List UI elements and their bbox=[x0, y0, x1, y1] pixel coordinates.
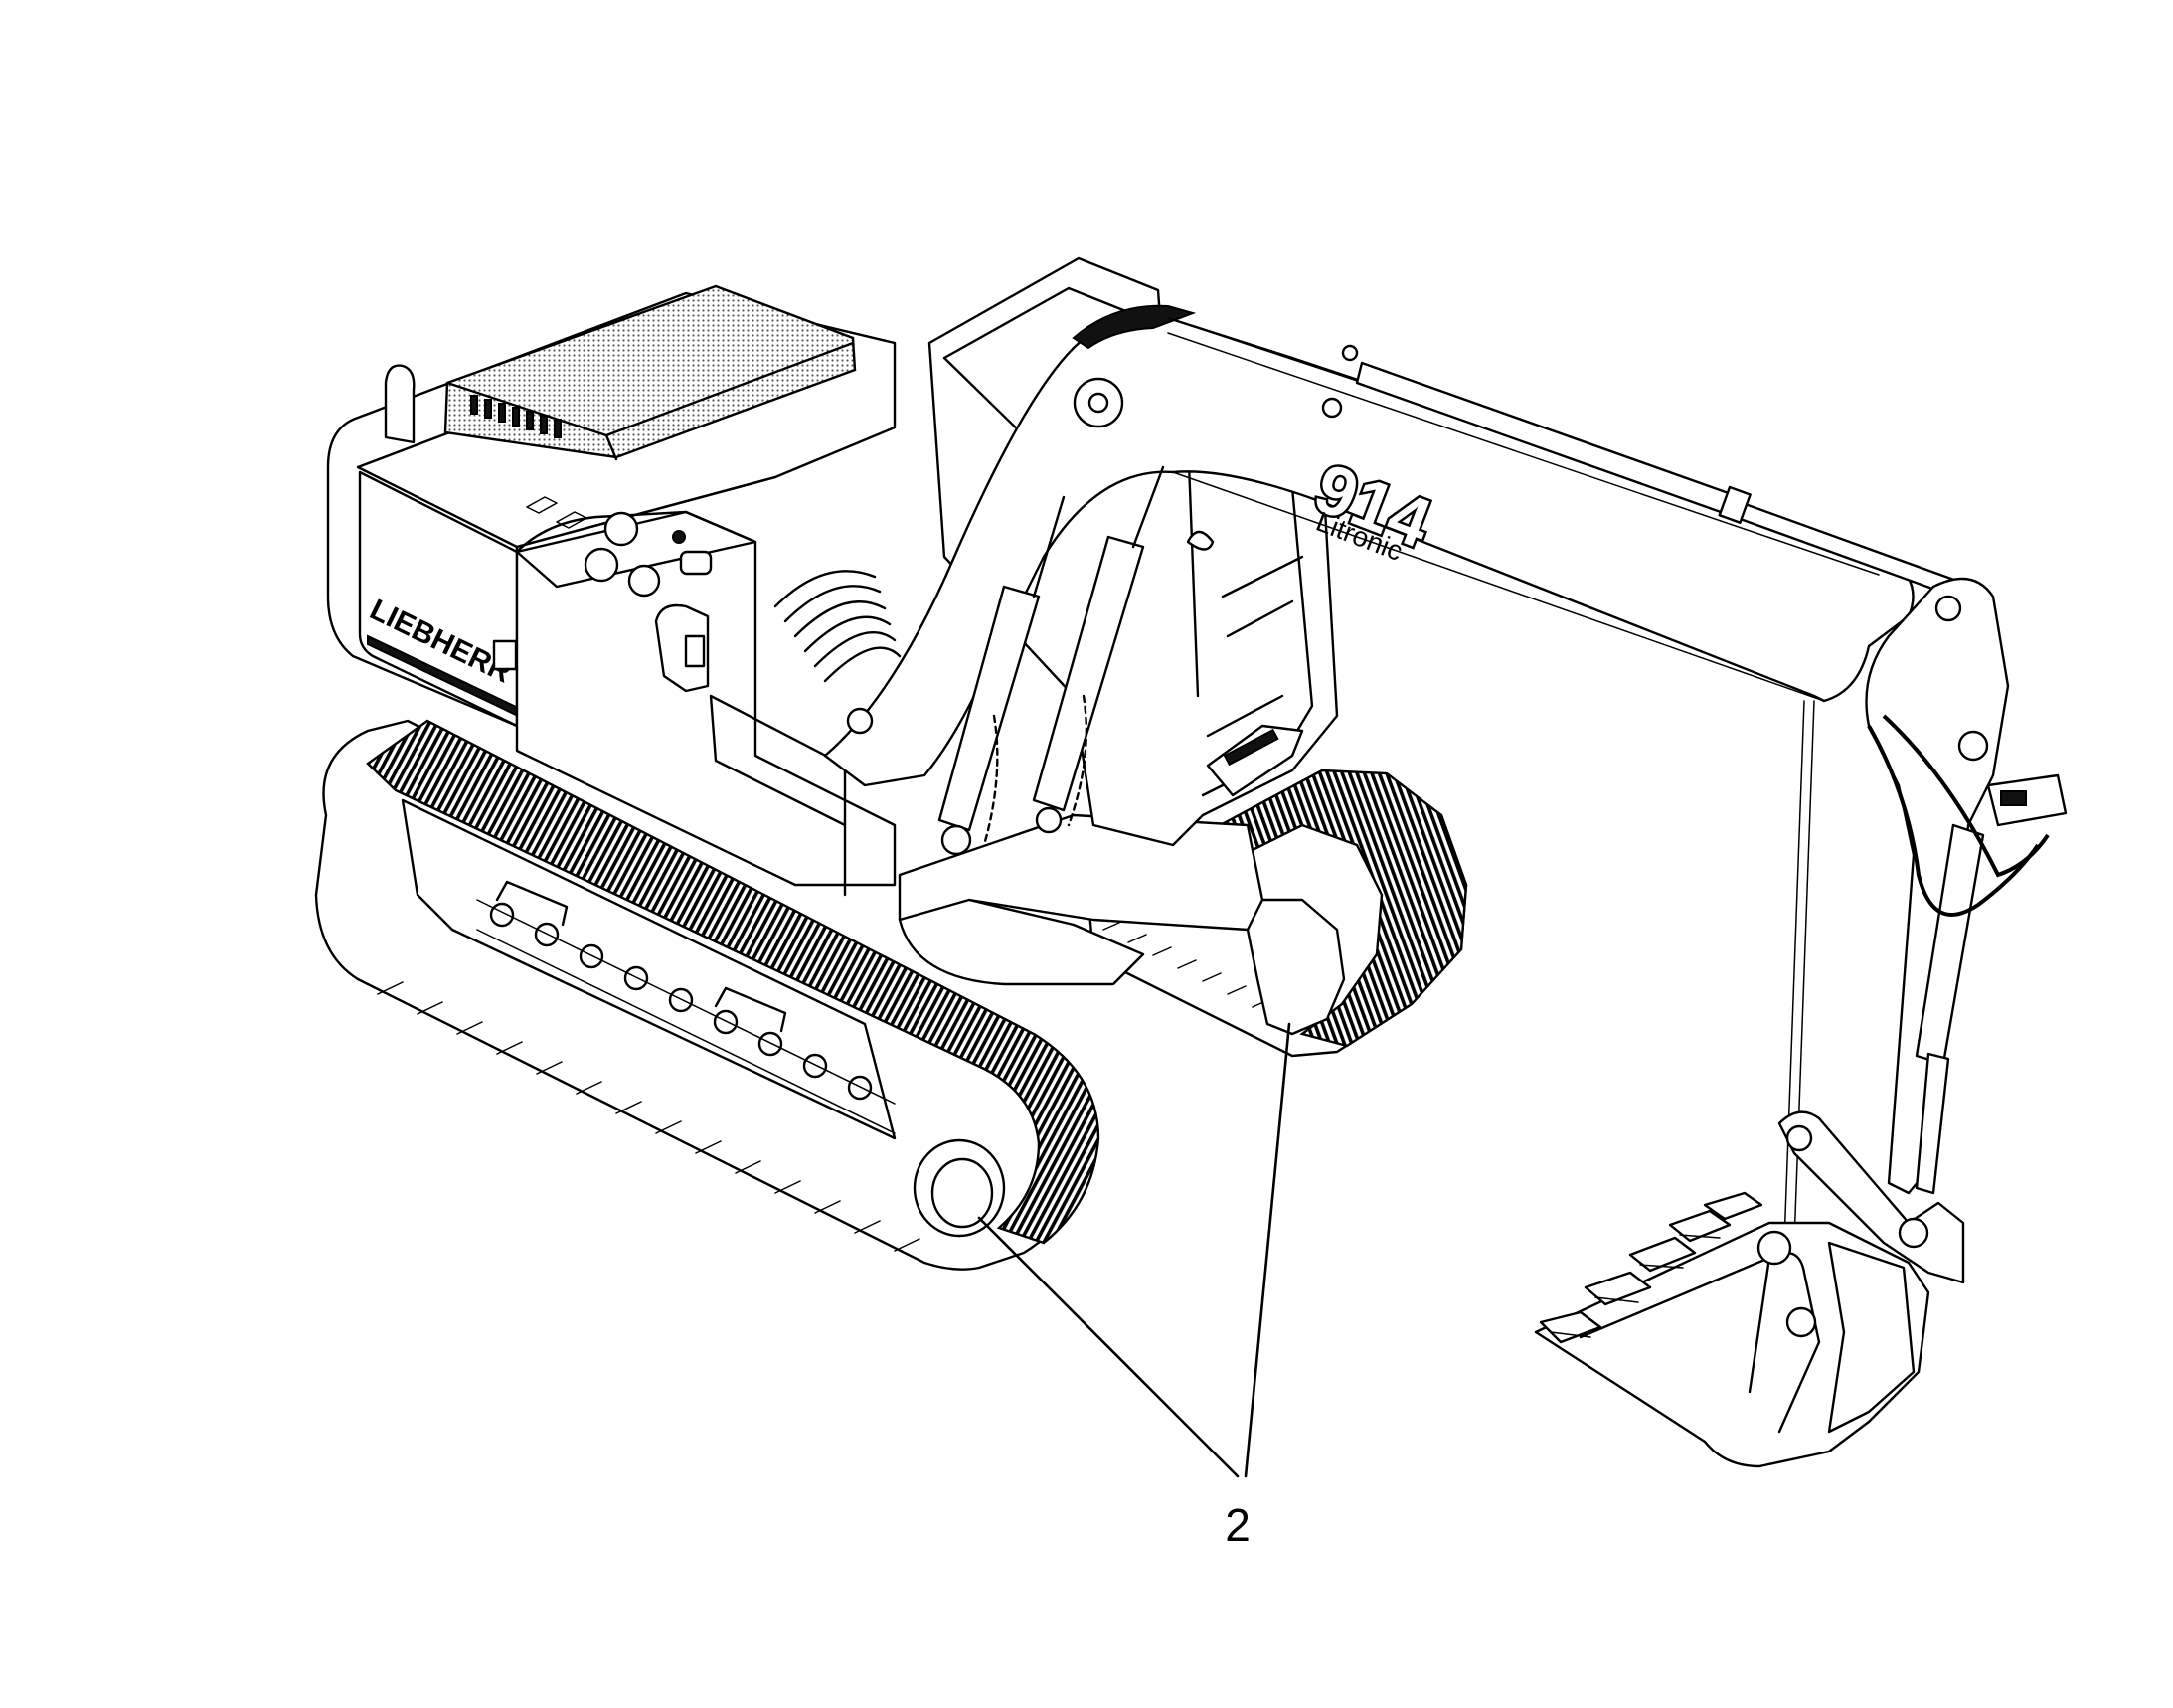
bucket-side-plate bbox=[1827, 1241, 1916, 1434]
left-side-panel bbox=[358, 470, 519, 728]
boom-hoses bbox=[773, 570, 902, 683]
cylinder-base-pin bbox=[940, 824, 972, 856]
bucket-body bbox=[1534, 1221, 1930, 1468]
arm-pin-top bbox=[1934, 595, 1962, 622]
arm bbox=[1355, 361, 2068, 1244]
breather-icon bbox=[679, 550, 713, 576]
bucket-pin-top bbox=[1756, 1230, 1792, 1266]
upperstructure: LIEBHERR bbox=[326, 284, 897, 897]
lift-eye bbox=[846, 707, 874, 735]
exhaust-stack bbox=[384, 364, 416, 444]
tank-compartment-top bbox=[515, 510, 757, 589]
bucket-teeth bbox=[1539, 1191, 1763, 1344]
callout-number: 2 bbox=[1225, 1499, 1251, 1551]
fuel-cap-icon bbox=[603, 511, 639, 547]
track-left bbox=[314, 719, 1100, 1271]
boom-cylinder-left bbox=[937, 585, 1041, 832]
cab-light bbox=[1186, 530, 1215, 551]
front-idler-left bbox=[913, 1138, 1006, 1238]
indicator-knob bbox=[672, 530, 686, 544]
callout-leader-frame bbox=[1244, 1022, 1291, 1478]
boom-pin-2 bbox=[1321, 397, 1343, 419]
bucket-pin-bottom bbox=[1785, 1306, 1817, 1338]
cab-interior bbox=[1206, 555, 1304, 738]
track-left-rollers bbox=[476, 899, 896, 1134]
bucket-cylinder-rod bbox=[1915, 1052, 1950, 1195]
track-left-top-links bbox=[366, 719, 1100, 1245]
bucket-link-pin bbox=[1898, 1217, 1929, 1249]
bucket-assembly bbox=[1534, 1110, 1965, 1468]
carbody-lower-arc bbox=[898, 898, 1145, 986]
track-left-carrier-hooks bbox=[495, 880, 787, 1033]
arm-hose-loop bbox=[1867, 725, 2040, 917]
callout-leader-idler bbox=[977, 1216, 1240, 1478]
step-handle bbox=[654, 603, 710, 693]
hood-marker bbox=[526, 496, 587, 529]
arm-light-lens bbox=[2000, 790, 2027, 806]
boom-pin-3 bbox=[1341, 344, 1359, 362]
latch bbox=[684, 634, 706, 668]
cylinder-clamp bbox=[1718, 485, 1752, 524]
track-frame-right bbox=[1246, 898, 1346, 1036]
grille-louvers bbox=[470, 395, 562, 438]
grille-border bbox=[445, 341, 855, 461]
filler-cap-icon bbox=[627, 564, 661, 598]
cab-pedal bbox=[1223, 728, 1279, 767]
arm-pin-mid bbox=[1957, 730, 1989, 762]
cylinder-hose-chain bbox=[982, 694, 1088, 847]
boom-cylinder-right bbox=[1032, 535, 1145, 812]
track-right bbox=[1086, 769, 1468, 1058]
hydraulic-cap-icon bbox=[584, 547, 619, 583]
cab-seat bbox=[1206, 724, 1304, 797]
callout-2: 2 bbox=[977, 1022, 1291, 1551]
track-right-links bbox=[1208, 769, 1468, 1048]
boom-hose-band bbox=[1072, 304, 1197, 350]
boom-cylinders bbox=[846, 465, 1165, 856]
track-right-shoe-ticks bbox=[1102, 921, 1296, 1021]
track-left-shoe-ticks bbox=[377, 981, 920, 1252]
side-panel-label bbox=[492, 639, 518, 671]
